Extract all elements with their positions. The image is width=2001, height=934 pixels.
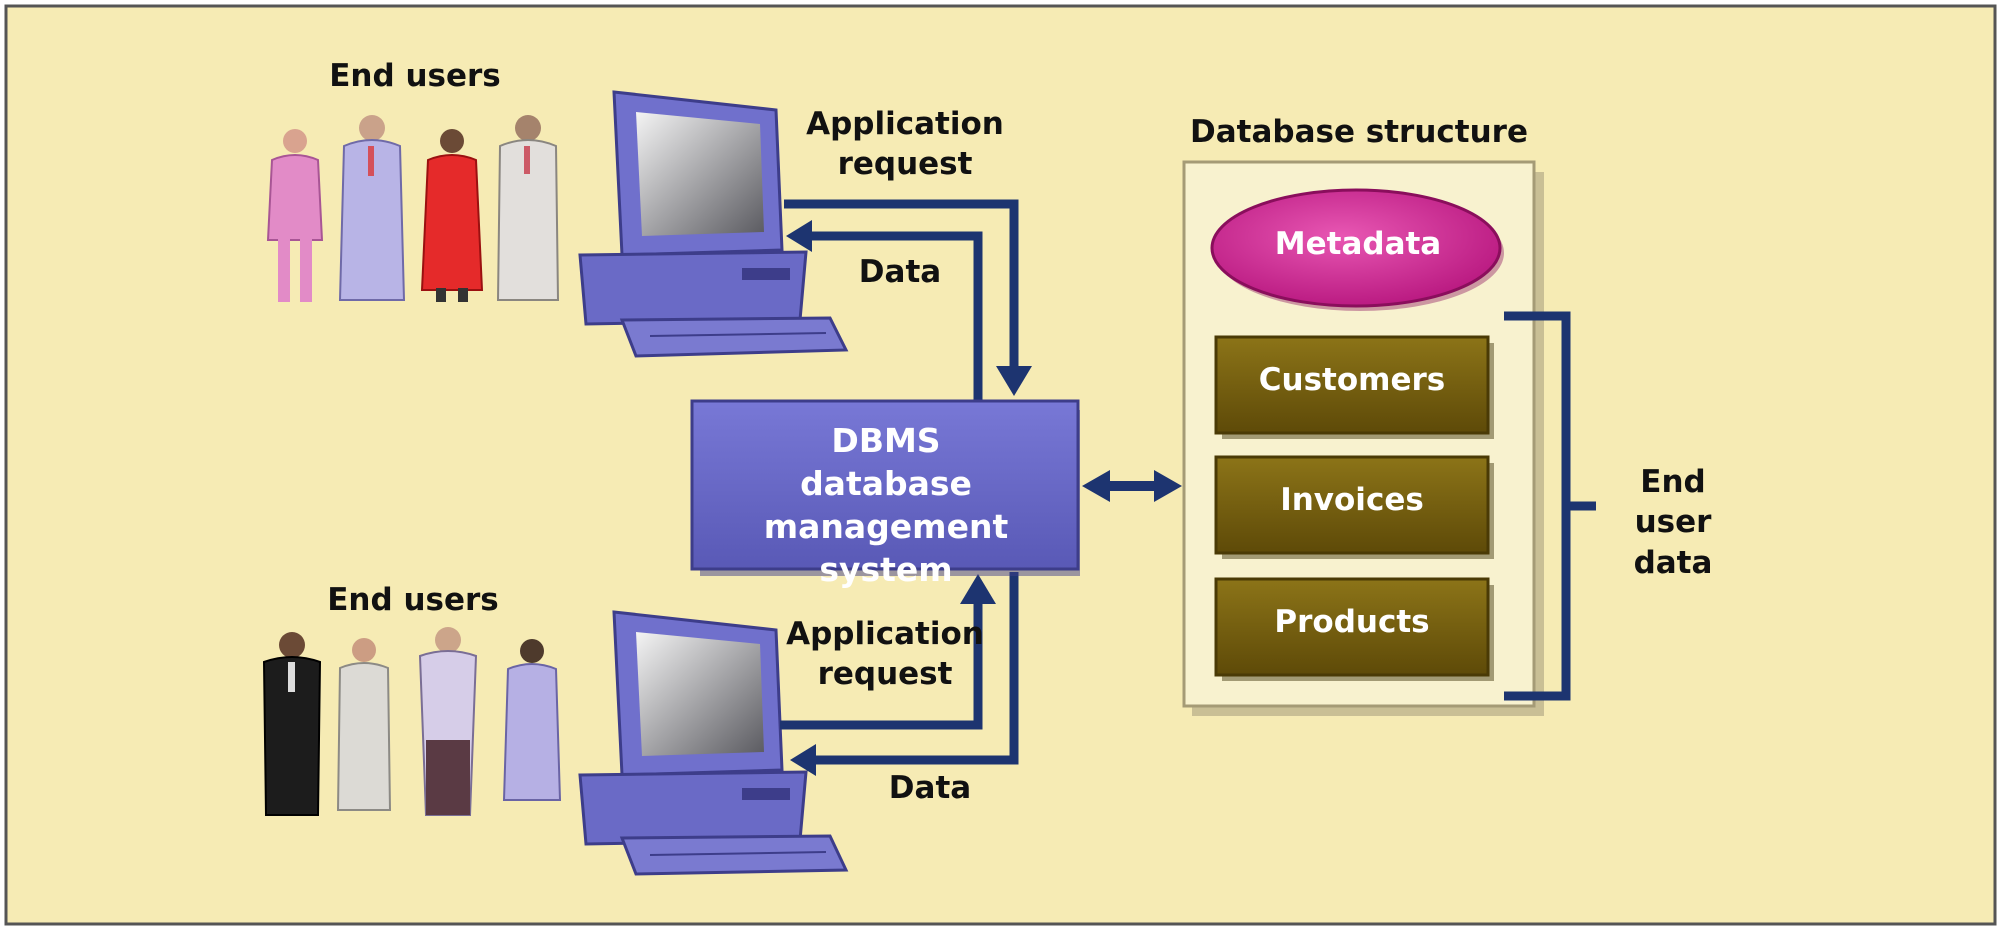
dbms-arrowhead-left xyxy=(1082,470,1110,502)
bottom-application-request-label: Application request xyxy=(786,616,984,693)
metadata-label: Metadata xyxy=(1274,226,1442,262)
person-figure xyxy=(338,115,406,301)
bottom-computer xyxy=(578,610,849,876)
top-data-label: Data xyxy=(858,254,942,290)
person-figure xyxy=(266,129,324,302)
metadata-ellipse xyxy=(1210,188,1502,308)
customers-table-box xyxy=(1214,335,1490,435)
person-figure xyxy=(502,639,562,801)
dbms-label-line3: management system xyxy=(763,506,1009,589)
dbms-label-line2: database xyxy=(800,463,972,503)
person-figure xyxy=(420,129,484,302)
bottom-request-arrowhead xyxy=(960,574,996,604)
person-figure xyxy=(418,627,478,816)
top-data-arrowhead xyxy=(786,220,812,252)
dbms-arrowhead-right xyxy=(1154,470,1182,502)
invoices-table-label: Invoices xyxy=(1280,482,1424,518)
top-data-arrow xyxy=(808,231,983,400)
end-user-data-label: End user data xyxy=(1633,464,1713,581)
top-request-arrowhead xyxy=(996,366,1032,396)
person-figure xyxy=(262,632,322,816)
dbms-label: DBMS database management system xyxy=(694,420,1078,592)
bottom-end-users-title: End users xyxy=(327,582,499,618)
products-table-label: Products xyxy=(1274,604,1430,640)
top-end-users-figures xyxy=(266,115,560,302)
database-structure-title: Database structure xyxy=(1190,114,1528,150)
invoices-table-box xyxy=(1214,455,1490,555)
products-table-box xyxy=(1214,577,1490,677)
bottom-request-arrow xyxy=(780,598,983,730)
top-application-request-label: Application request xyxy=(806,106,1004,183)
top-computer xyxy=(578,90,849,358)
bottom-end-users-figures xyxy=(262,627,562,816)
dbms-box xyxy=(690,399,1080,571)
top-end-users-title: End users xyxy=(329,58,501,94)
bottom-data-arrow xyxy=(812,572,1019,765)
customers-table-label: Customers xyxy=(1258,362,1446,398)
bottom-data-label: Data xyxy=(888,770,972,806)
bottom-data-arrowhead xyxy=(790,744,816,776)
person-figure xyxy=(496,115,560,301)
person-figure xyxy=(336,638,392,811)
dbms-label-line1: DBMS xyxy=(831,421,941,460)
top-request-arrow xyxy=(784,199,1019,372)
